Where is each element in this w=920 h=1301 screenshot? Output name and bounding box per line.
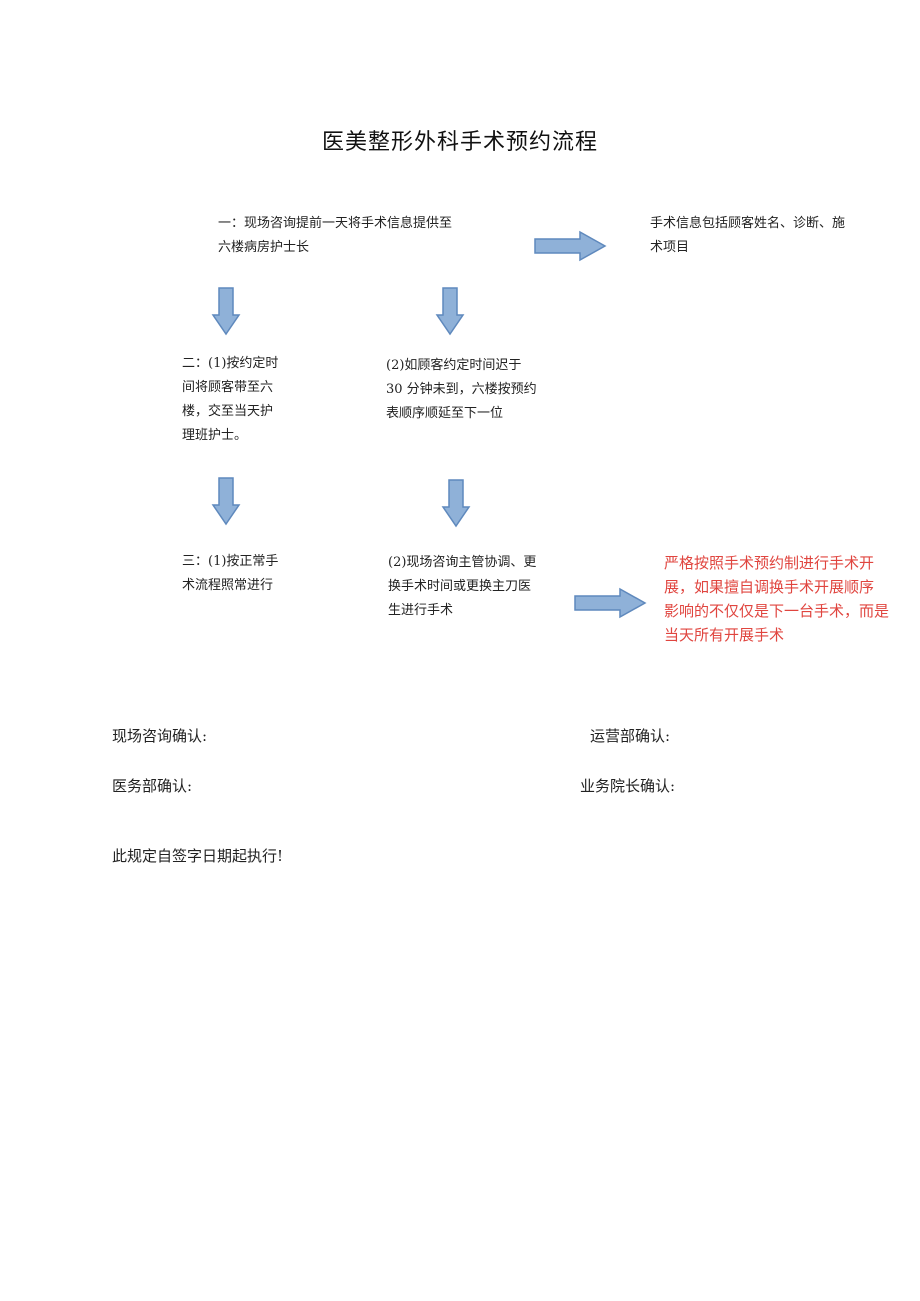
warning-line: 展，如果擅自调换手术开展顺序 [664, 578, 875, 596]
medical-confirm-label: 医务部确认: [112, 777, 193, 795]
note1-text: 手术信息包括顾客姓名、诊断、施 术项目 [650, 212, 845, 260]
step2-right-line: 表顺序顺延至下一位 [386, 406, 504, 421]
step1-text: 一：现场咨询提前一天将手术信息提供至 六楼病房护士长 [218, 212, 452, 260]
step3-right-text: (2)现场咨询主管协调、更 换手术时间或更换主刀医 生进行手术 [388, 551, 536, 623]
page-title: 医美整形外科手术预约流程 [321, 130, 598, 155]
step3-right-line: 生进行手术 [388, 603, 454, 618]
step3-right-line: (2)现场咨询主管协调、更 [388, 555, 537, 570]
president-confirm-label: 业务院长确认: [580, 777, 676, 795]
step2-left-line: 二：(1)按约定时 [182, 356, 279, 371]
step2-right-text: (2)如顾客约定时间迟于 30 分钟未到，六楼按预约 表顺序顺延至下一位 [386, 354, 537, 426]
down-arrow-icon [211, 477, 241, 526]
warning-line: 严格按照手术预约制进行手术开 [664, 554, 875, 572]
step3-left-line: 三：(1)按正常手 [182, 554, 279, 569]
down-arrow-icon [441, 479, 471, 528]
step3-left-line: 术流程照常进行 [182, 578, 274, 593]
note1-line: 手术信息包括顾客姓名、诊断、施 [650, 216, 846, 231]
step3-left-text: 三：(1)按正常手 术流程照常进行 [182, 550, 278, 598]
note1-line: 术项目 [650, 240, 690, 255]
operations-confirm-label: 运营部确认: [590, 727, 671, 745]
step2-right-line: (2)如顾客约定时间迟于 [386, 358, 522, 373]
step2-left-line: 理班护士。 [182, 428, 248, 443]
consult-confirm-label: 现场咨询确认: [112, 727, 208, 745]
step2-left-line: 楼，交至当天护 [182, 404, 274, 419]
step3-right-line: 换手术时间或更换主刀医 [388, 579, 532, 594]
warning-text: 严格按照手术预约制进行手术开 展，如果擅自调换手术开展顺序 影响的不仅仅是下一台… [664, 551, 889, 647]
step2-left-text: 二：(1)按约定时 间将顾客带至六 楼，交至当天护 理班护士。 [182, 352, 278, 448]
down-arrow-icon [435, 287, 465, 336]
step2-right-line: 30 分钟未到，六楼按预约 [386, 382, 537, 397]
step1-line: 一：现场咨询提前一天将手术信息提供至 [218, 216, 453, 231]
right-arrow-icon [574, 587, 647, 619]
step1-line: 六楼病房护士长 [218, 240, 310, 255]
step2-left-line: 间将顾客带至六 [182, 380, 274, 395]
right-arrow-icon [534, 230, 607, 262]
down-arrow-icon [211, 287, 241, 336]
warning-line: 影响的不仅仅是下一台手术，而是 [664, 602, 890, 620]
warning-line: 当天所有开展手术 [664, 626, 785, 644]
footer-note: 此规定自签字日期起执行! [112, 847, 284, 865]
